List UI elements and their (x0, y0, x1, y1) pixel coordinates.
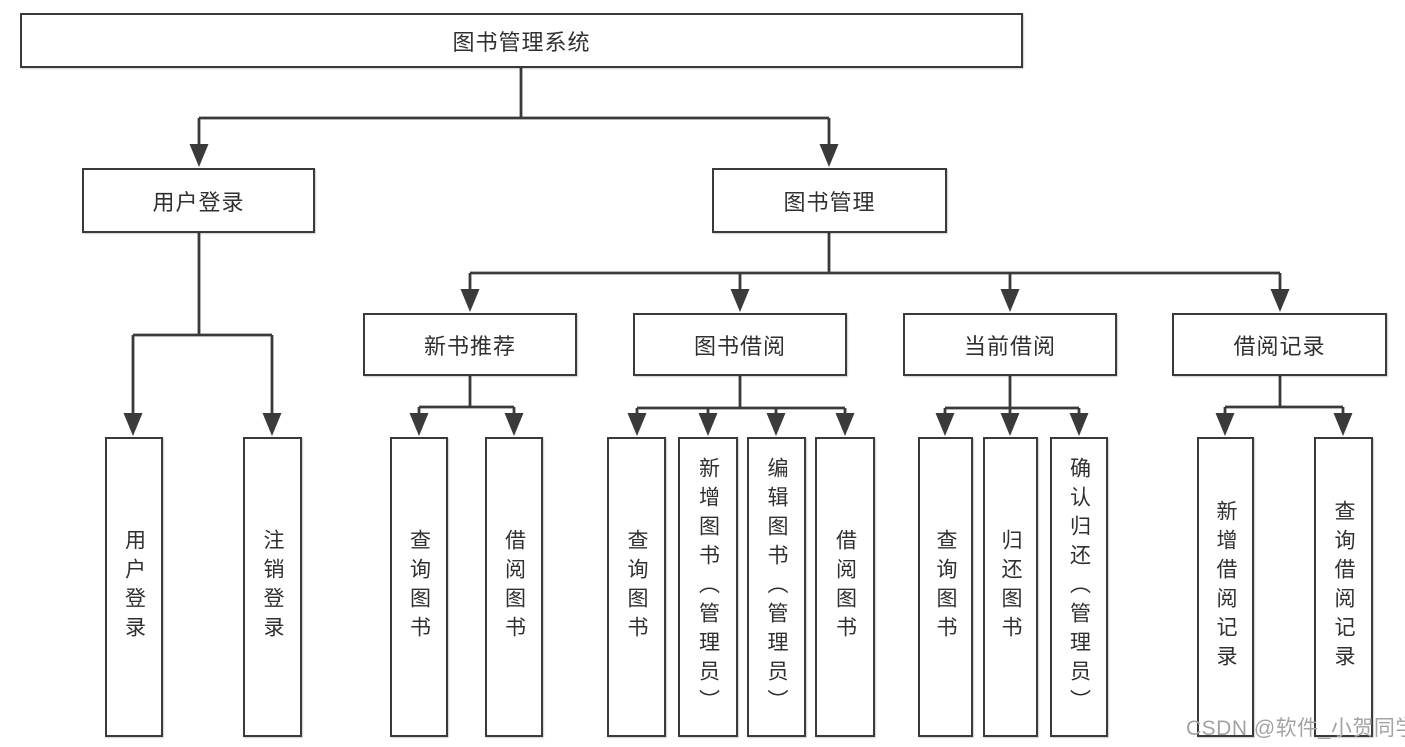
node-label: 当前借阅 (963, 333, 1056, 359)
node-label: 查询借阅记录 (1332, 500, 1355, 674)
node-new-book-recommend: 新书推荐 (363, 313, 577, 376)
leaf-user-login: 用户登录 (105, 437, 163, 737)
node-label: 用户登录 (122, 529, 146, 645)
leaf-logout: 注销登录 (243, 437, 302, 737)
node-label: 用户登录 (152, 189, 245, 215)
node-label: 新增图书（管理员） (696, 456, 720, 718)
node-label: 借阅图书 (833, 529, 857, 645)
connector-book-borrow-children (627, 376, 855, 436)
node-label: 查询图书 (625, 529, 648, 645)
node-label: 查询图书 (934, 529, 957, 645)
leaf-current-confirm-return-admin: 确认归还（管理员） (1050, 437, 1108, 737)
leaf-borrow-edit-books-admin: 编辑图书（管理员） (747, 437, 806, 737)
leaf-newbook-query-books: 查询图书 (390, 437, 448, 737)
leaf-borrow-borrow-books: 借阅图书 (815, 437, 875, 737)
node-label: 借阅记录 (1233, 333, 1326, 359)
node-label: 确认归还（管理员） (1067, 456, 1091, 718)
leaf-records-query-record: 查询借阅记录 (1314, 437, 1373, 737)
connector-borrow-record-children (1215, 376, 1353, 436)
node-label: 图书管理系统 (452, 29, 591, 55)
node-label: 注销登录 (261, 529, 284, 645)
node-root-system: 图书管理系统 (20, 13, 1023, 68)
node-label: 新增借阅记录 (1214, 500, 1237, 674)
node-label: 归还图书 (999, 529, 1022, 645)
node-label: 查询图书 (407, 529, 431, 645)
connector-book-management-children (460, 233, 1290, 312)
leaf-borrow-query-books: 查询图书 (607, 437, 666, 737)
connector-current-borrow-children (935, 376, 1089, 436)
node-book-borrow: 图书借阅 (633, 313, 847, 376)
node-label: 新书推荐 (423, 333, 516, 359)
node-label: 图书借阅 (693, 333, 786, 359)
node-user-login: 用户登录 (82, 168, 315, 233)
leaf-current-return-books: 归还图书 (983, 437, 1038, 737)
csdn-watermark: CSDN @软件_小贺同学 (1186, 717, 1405, 740)
leaf-borrow-add-books-admin: 新增图书（管理员） (678, 437, 738, 737)
node-current-borrow: 当前借阅 (903, 313, 1117, 376)
leaf-newbook-borrow-books: 借阅图书 (485, 437, 543, 737)
connector-new-book-children (409, 376, 524, 436)
node-label: 图书管理 (783, 189, 876, 215)
leaf-records-add-record: 新增借阅记录 (1197, 437, 1254, 737)
connector-root-to-level2 (189, 68, 839, 167)
node-borrow-records: 借阅记录 (1172, 313, 1387, 376)
connector-user-login-children (123, 233, 282, 436)
node-label: 借阅图书 (502, 529, 526, 645)
leaf-current-query-books: 查询图书 (918, 437, 973, 737)
node-book-management: 图书管理 (712, 168, 947, 233)
node-label: 编辑图书（管理员） (765, 456, 788, 718)
